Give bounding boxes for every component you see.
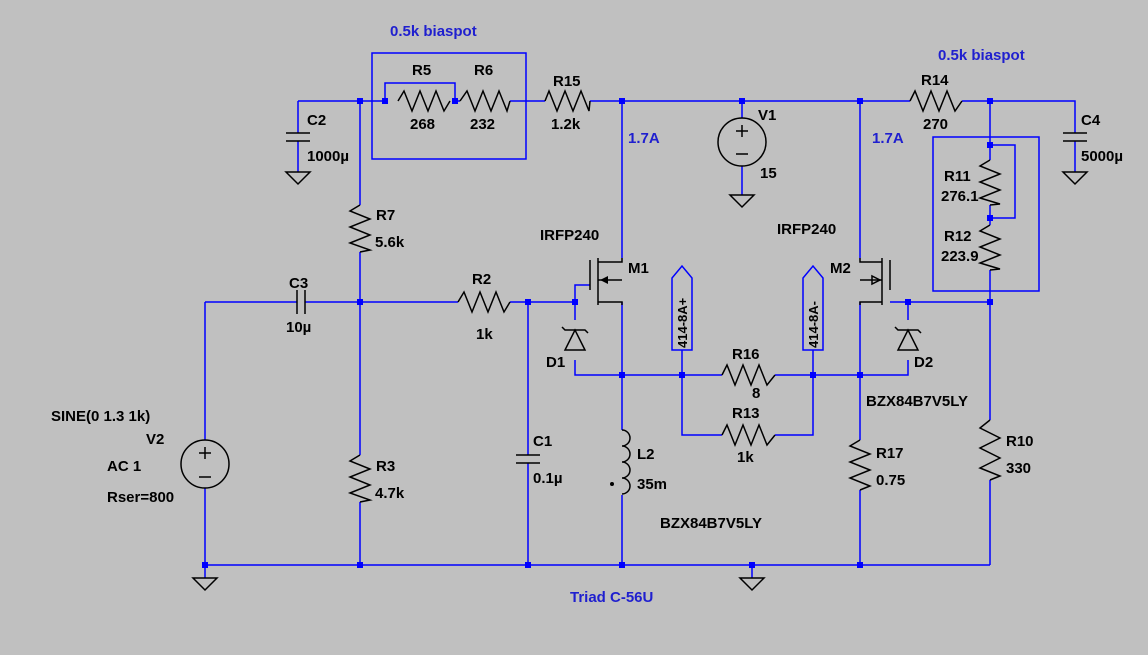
label-d2: D2 [914,354,933,371]
note-biaspot-right: 0.5k biaspot [938,47,1025,64]
label-c1: C1 [533,433,552,450]
resistor-r2 [457,289,511,315]
resistor-r12 [977,224,1003,271]
resistor-r5 [397,88,451,114]
label-r3: R3 [376,458,395,475]
part-m2: IRFP240 [777,221,836,238]
value-r6: 232 [470,116,495,133]
label-r10: R10 [1006,433,1034,450]
value-r14: 270 [923,116,948,133]
zener-diode-d1 [561,326,589,351]
value-r3: 4.7k [375,485,405,502]
value-c1: 0.1µ [533,470,563,487]
label-m1: M1 [628,260,649,277]
value-r11: 276.1 [941,188,979,205]
capacitor-c3 [296,290,306,314]
label-r13: R13 [732,405,760,422]
label-c2: C2 [307,112,326,129]
label-v2: V2 [146,431,164,448]
label-m2: M2 [830,260,851,277]
capacitor-c4 [1063,132,1087,142]
resistor-r14 [909,88,963,114]
label-r14: R14 [921,72,949,89]
mosfet-m2 [859,258,891,305]
resistor-r6 [459,88,511,114]
value-r13: 1k [737,449,754,466]
label-c4: C4 [1081,112,1101,129]
mosfet-m1 [589,258,623,305]
label-r15: R15 [553,73,581,90]
label-d1: D1 [546,354,565,371]
net-label-minus [802,264,824,351]
label-l2: L2 [637,446,655,463]
resistor-r3 [347,454,373,503]
value-c3: 10µ [286,319,311,336]
ground-symbols [191,171,1089,592]
part-m1: IRFP240 [540,227,599,244]
inductor-l2 [610,429,631,495]
note-current-m1: 1.7A [628,130,660,147]
voltage-source-v1 [717,117,767,167]
value-r2: 1k [476,326,493,343]
label-r17: R17 [876,445,904,462]
zener-diode-d2 [894,326,922,351]
capacitor-c2 [286,132,310,142]
voltage-source-v2 [180,439,230,489]
resistor-r13 [721,422,776,448]
part-l2: BZX84B7V5LY [660,515,762,532]
value-r5: 268 [410,116,435,133]
resistor-r17 [847,439,873,491]
label-r5: R5 [412,62,431,79]
label-r11: R11 [944,168,971,185]
net-label-plus-text: 414-8A+ [675,297,690,348]
resistor-r10 [978,419,1003,481]
net-label-minus-text: 414-8A- [806,301,821,348]
resistor-r7 [347,204,373,253]
label-r16: R16 [732,346,760,363]
biaspot-box-left [371,52,527,160]
note-transformer: Triad C-56U [570,589,653,606]
resistor-r16 [721,362,776,388]
value-r16: 8 [752,385,760,402]
part-d2: BZX84B7V5LY [866,393,968,410]
value-r10: 330 [1006,460,1031,477]
value-r7: 5.6k [375,234,405,251]
resistor-r11 [977,159,1003,206]
label-r7: R7 [376,207,395,224]
value-r17: 0.75 [876,472,905,489]
value-r12: 223.9 [941,248,979,265]
note-current-m2: 1.7A [872,130,904,147]
label-r2: R2 [472,271,491,288]
net-label-plus [671,264,693,351]
biaspot-box-right [932,136,1040,292]
junction-dots [202,98,993,568]
resistor-r15 [544,88,591,114]
label-r6: R6 [474,62,493,79]
capacitor-c1 [516,454,540,464]
ac-v2: AC 1 [107,458,141,475]
rser-v2: Rser=800 [107,489,174,506]
label-c3: C3 [289,275,308,292]
func-v2: SINE(0 1.3 1k) [51,408,150,425]
note-biaspot-left: 0.5k biaspot [390,23,477,40]
value-r15: 1.2k [551,116,581,133]
value-v1: 15 [760,165,777,182]
value-l2: 35m [637,476,667,493]
label-r12: R12 [944,228,972,245]
label-v1: V1 [758,107,776,124]
value-c4: 5000µ [1081,148,1123,165]
value-c2: 1000µ [307,148,349,165]
